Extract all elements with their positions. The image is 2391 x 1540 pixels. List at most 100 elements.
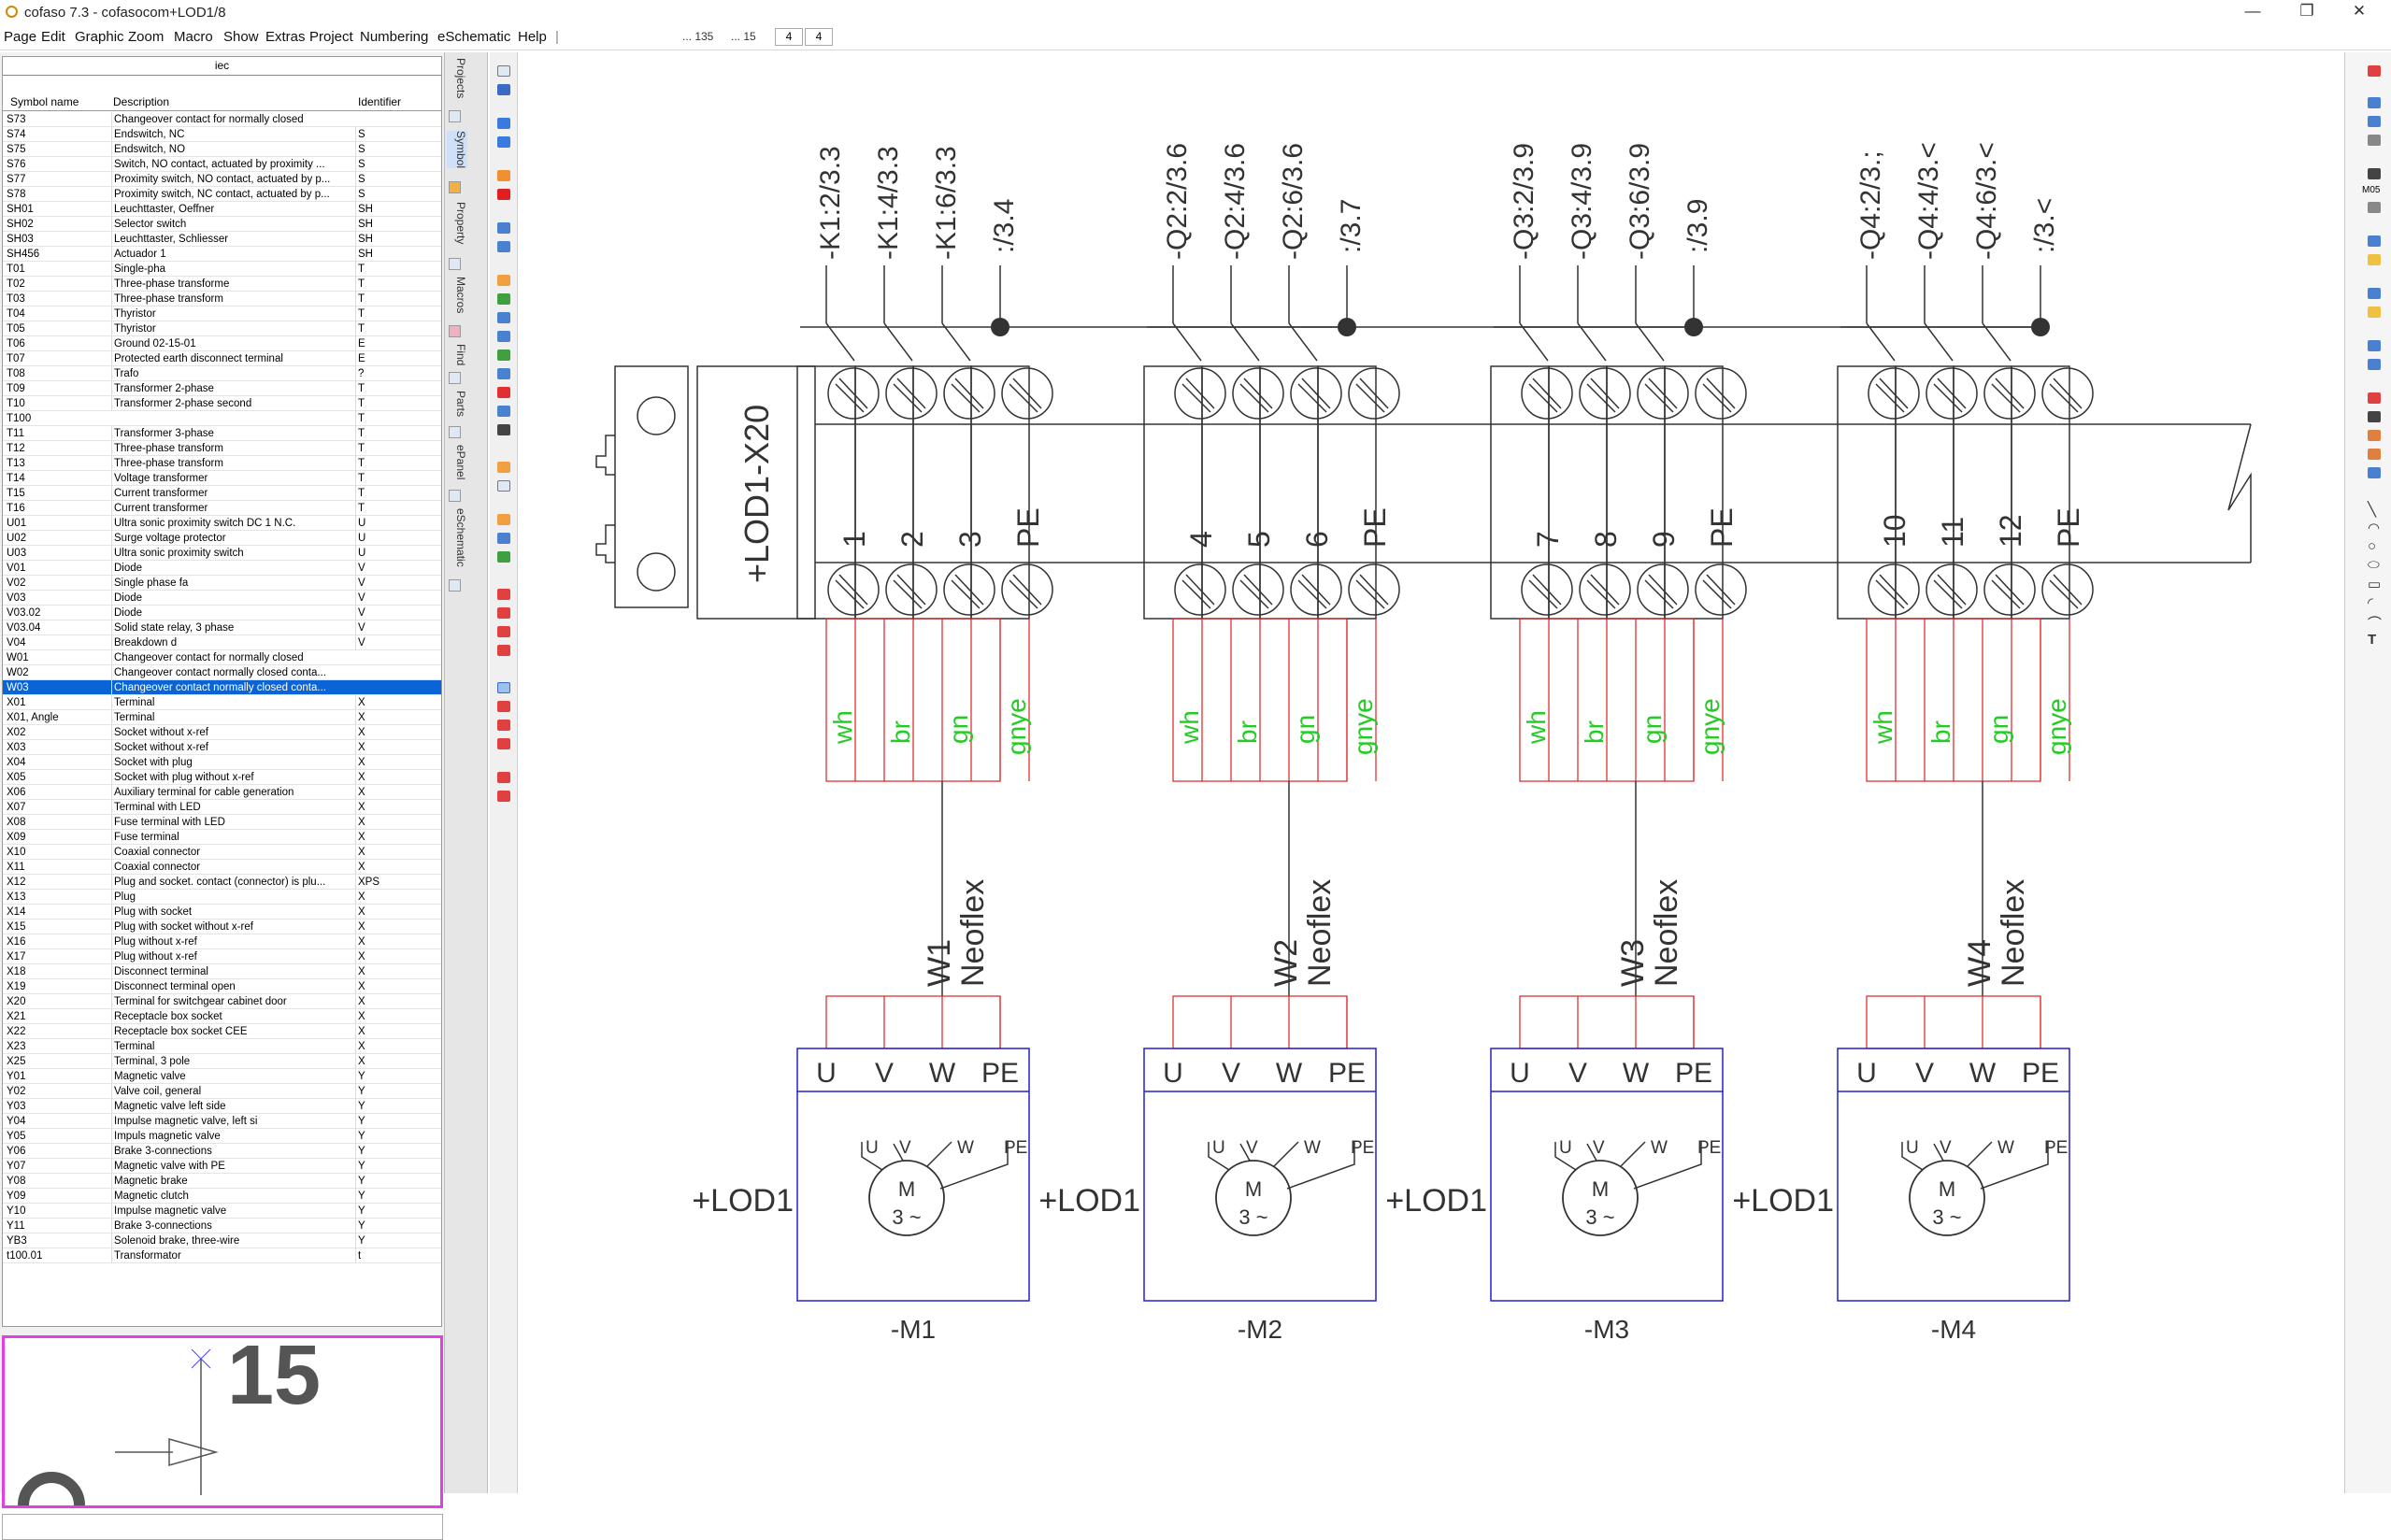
menu-show[interactable]: Show — [223, 29, 259, 45]
frame-icon[interactable] — [497, 480, 510, 492]
pencil-icon[interactable] — [497, 331, 510, 342]
redo-icon[interactable] — [497, 241, 510, 252]
tab-parts[interactable]: Parts — [454, 391, 467, 418]
grid-x-field[interactable]: 4 — [775, 28, 803, 46]
menu-page[interactable]: Page — [4, 29, 37, 45]
light-icon[interactable] — [2368, 307, 2381, 318]
text-tool-icon[interactable] — [497, 514, 510, 525]
delete-icon[interactable] — [497, 189, 510, 200]
restore-icon[interactable]: ❐ — [2299, 2, 2314, 20]
warning-icon[interactable] — [2368, 254, 2381, 265]
corner-bl-icon[interactable] — [497, 626, 510, 637]
column-description[interactable]: Description — [113, 95, 170, 108]
menu-graphic[interactable]: Graphic — [75, 29, 124, 45]
library-selector[interactable]: iec — [3, 57, 441, 76]
arrow-right-icon[interactable] — [497, 293, 510, 305]
menu-edit[interactable]: Edit — [41, 29, 65, 45]
corner-tr-icon[interactable] — [497, 607, 510, 619]
draw-circle-icon[interactable]: ○ — [2368, 538, 2377, 554]
column-symbol-name[interactable]: Symbol name — [10, 95, 79, 108]
menu-extras[interactable]: Extras — [265, 29, 306, 45]
corner-br-icon[interactable] — [497, 645, 510, 656]
tee-right-icon[interactable] — [497, 738, 510, 749]
save-icon[interactable] — [497, 84, 510, 95]
globe-icon[interactable] — [2368, 467, 2381, 478]
line-icon[interactable] — [497, 406, 510, 417]
tab-property[interactable]: Property — [454, 202, 467, 245]
bug-icon[interactable] — [2368, 430, 2381, 441]
corner-tl-icon[interactable] — [497, 589, 510, 600]
grid-y-field[interactable]: 4 — [805, 28, 833, 46]
bulb-icon[interactable] — [2368, 288, 2381, 299]
tab-projects[interactable]: Projects — [454, 58, 467, 99]
export-icon[interactable] — [2368, 97, 2381, 108]
draw-rect-icon[interactable]: ▭ — [2368, 577, 2382, 592]
page-down-icon[interactable] — [497, 136, 510, 148]
schematic-drawing[interactable]: +LOD1-X20-K1:2/3.31wh-K1:4/3.32br-K1:6/3… — [520, 52, 2342, 1493]
tab-eschematic[interactable]: eSchematic — [454, 508, 467, 567]
tool-icon[interactable] — [2368, 235, 2381, 247]
chip-icon[interactable] — [2368, 411, 2381, 422]
tee-down-icon[interactable] — [497, 682, 510, 693]
tab-find[interactable]: Find — [454, 344, 467, 366]
draw-ellipse-icon[interactable]: ⬭ — [2368, 557, 2380, 573]
fire-icon[interactable] — [2368, 449, 2381, 460]
tee-up-icon[interactable] — [497, 701, 510, 712]
menu-help[interactable]: Help — [518, 29, 547, 45]
refresh-icon[interactable] — [2368, 340, 2381, 351]
